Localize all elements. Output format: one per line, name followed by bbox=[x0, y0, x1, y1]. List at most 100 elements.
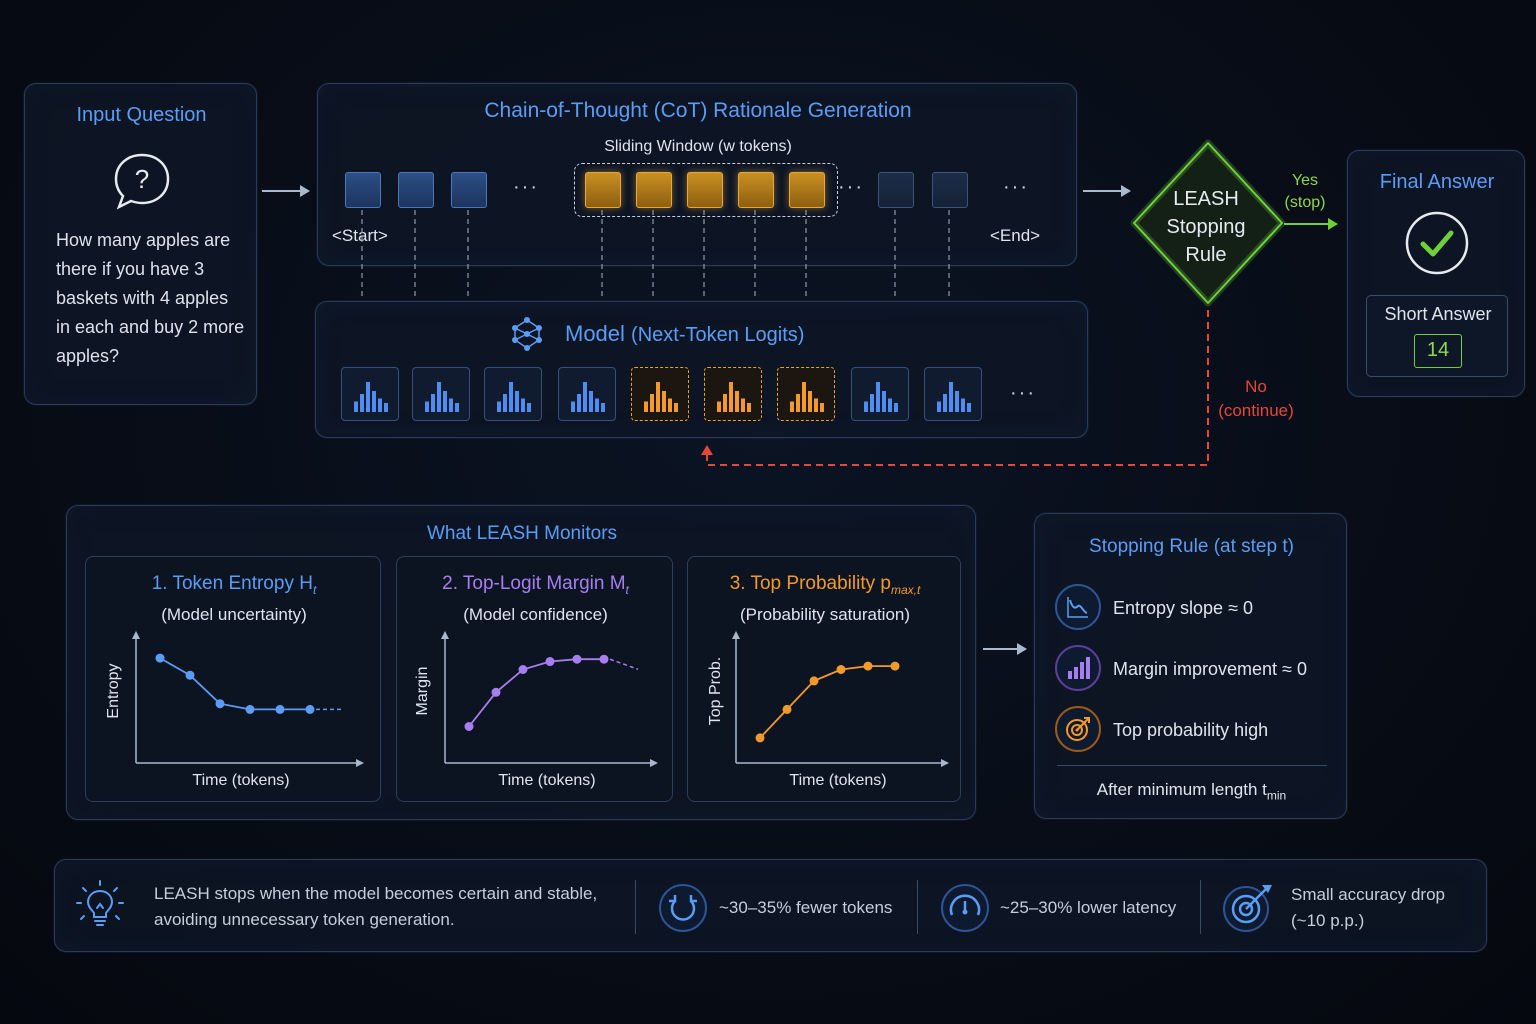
logit-bar bbox=[497, 401, 501, 412]
no-label-1: No bbox=[1245, 377, 1267, 396]
input-question-title: Input Question bbox=[76, 104, 207, 126]
monitor-entropy-title-text: 1. Token Entropy H bbox=[151, 573, 313, 594]
logit-bar bbox=[729, 382, 733, 412]
monitor-margin-subtitle: (Model confidence) bbox=[463, 605, 608, 624]
logit-bar bbox=[961, 398, 965, 412]
chart-margin bbox=[441, 631, 658, 767]
window-token-1 bbox=[585, 172, 621, 208]
logit-bar bbox=[955, 391, 959, 412]
token-after-1 bbox=[878, 172, 914, 208]
logit-bar bbox=[366, 382, 370, 412]
x-axis-arrow bbox=[650, 759, 658, 767]
start-label: <Start> bbox=[332, 226, 388, 245]
check-circle-icon bbox=[1405, 211, 1469, 275]
data-point-6 bbox=[890, 661, 900, 671]
question-bubble-icon: ? bbox=[113, 152, 171, 210]
monitor-entropy-ylabel: Entropy bbox=[105, 663, 122, 719]
data-point-4 bbox=[545, 657, 555, 667]
logit-bar bbox=[437, 382, 441, 412]
leash-diamond bbox=[1130, 139, 1286, 307]
logit-bar bbox=[521, 398, 525, 412]
arrow-monitors-to-rule bbox=[983, 643, 1027, 655]
logit-bar bbox=[796, 394, 800, 412]
logit-bar bbox=[943, 394, 947, 412]
logit-window-2 bbox=[704, 367, 762, 421]
logit-bar bbox=[503, 394, 507, 412]
chart-entropy bbox=[132, 631, 364, 767]
cot-ellipsis-1: ··· bbox=[513, 176, 539, 198]
monitor-margin-ylabel: Margin bbox=[414, 666, 431, 716]
logit-bar bbox=[455, 403, 459, 412]
leash-label-2: Stopping bbox=[1166, 216, 1246, 238]
logit-bar bbox=[425, 401, 429, 412]
data-point-2 bbox=[782, 704, 792, 714]
series-line bbox=[759, 665, 895, 739]
logit-2 bbox=[412, 367, 470, 421]
logit-bar bbox=[937, 401, 941, 412]
yes-label: Yes (stop) bbox=[1272, 170, 1338, 214]
stat-fewer-tokens: ~30–35% fewer tokens bbox=[719, 898, 893, 917]
monitor-entropy-title-sub: t bbox=[312, 582, 317, 597]
data-point-1 bbox=[755, 733, 765, 743]
logit-window-1 bbox=[631, 367, 689, 421]
stat-accuracy-line2: (~10 p.p.) bbox=[1291, 911, 1365, 930]
logit-bar bbox=[967, 403, 971, 412]
cot-panel: Chain-of-Thought (CoT) Rationale Generat… bbox=[317, 83, 1077, 266]
data-point-6 bbox=[599, 654, 609, 664]
token-logit-connectors bbox=[361, 210, 950, 300]
data-point-6 bbox=[305, 704, 315, 714]
logit-bar bbox=[360, 394, 364, 412]
logit-bar bbox=[431, 394, 435, 412]
stopping-rule-panel: Stopping Rule (at step t) Entropy slope … bbox=[1034, 513, 1347, 819]
sliding-window-frame bbox=[574, 163, 838, 217]
logit-bar bbox=[808, 391, 812, 412]
data-point-2 bbox=[185, 670, 195, 680]
monitor-top-prob-title-text: 3. Top Probability p bbox=[729, 573, 891, 594]
window-token-5 bbox=[789, 172, 825, 208]
logit-bar bbox=[656, 382, 660, 412]
data-point-3 bbox=[809, 676, 819, 686]
svg-text:?: ? bbox=[135, 164, 149, 194]
data-point-5 bbox=[863, 661, 873, 671]
data-point-2 bbox=[491, 687, 501, 697]
monitor-top-prob-ylabel: Top Prob. bbox=[707, 656, 724, 726]
arrow-input-to-cot bbox=[262, 185, 310, 197]
logit-bar bbox=[735, 391, 739, 412]
monitor-top-prob-subtitle: (Probability saturation) bbox=[739, 605, 911, 624]
monitor-margin-title: 2. Top-Logit Margin Mt bbox=[397, 573, 674, 597]
summary-divider-2 bbox=[917, 880, 918, 934]
end-label: <End> bbox=[990, 226, 1041, 245]
data-point-5 bbox=[275, 704, 285, 714]
summary-divider-3 bbox=[1200, 880, 1201, 934]
stat-accuracy-line1: Small accuracy drop bbox=[1291, 885, 1446, 904]
final-answer-title: Final Answer bbox=[1379, 171, 1495, 193]
monitor-top-prob-title: 3. Top Probability pmax,t bbox=[688, 573, 962, 597]
summary-text-2: avoiding unnecessary token generation. bbox=[154, 910, 455, 929]
chart-top-prob bbox=[732, 631, 949, 767]
logit-bar bbox=[662, 391, 666, 412]
stopping-rule-title: Stopping Rule (at step t) bbox=[1089, 536, 1294, 557]
monitor-top-prob: 3. Top Probability pmax,t (Probability s… bbox=[687, 556, 961, 802]
arrow-cot-to-leash bbox=[1083, 185, 1131, 197]
model-title-sub: (Next-Token Logits) bbox=[631, 324, 805, 346]
token-start bbox=[345, 172, 381, 208]
rule-top-prob-label: Top probability high bbox=[1113, 720, 1269, 740]
logit-bar bbox=[527, 403, 531, 412]
logit-bar bbox=[802, 382, 806, 412]
network-icon bbox=[509, 316, 545, 352]
rule-footer-text: After minimum length t bbox=[1096, 780, 1267, 799]
leash-label: LEASH Stopping Rule bbox=[1148, 185, 1264, 269]
logit-bar bbox=[571, 401, 575, 412]
window-token-3 bbox=[687, 172, 723, 208]
y-axis-arrow bbox=[441, 631, 449, 639]
model-panel: Model (Next-Token Logits) ··· bbox=[315, 301, 1088, 438]
rule-entropy-label: Entropy slope ≈ 0 bbox=[1113, 598, 1253, 618]
summary-text: LEASH stops when the model becomes certa… bbox=[154, 881, 597, 933]
data-point-3 bbox=[215, 699, 225, 709]
logit-bar bbox=[644, 401, 648, 412]
logit-histogram bbox=[864, 382, 898, 412]
monitor-margin-xlabel: Time (tokens) bbox=[498, 772, 596, 789]
logit-bar bbox=[650, 394, 654, 412]
logit-bar bbox=[515, 391, 519, 412]
data-point-4 bbox=[245, 704, 255, 714]
